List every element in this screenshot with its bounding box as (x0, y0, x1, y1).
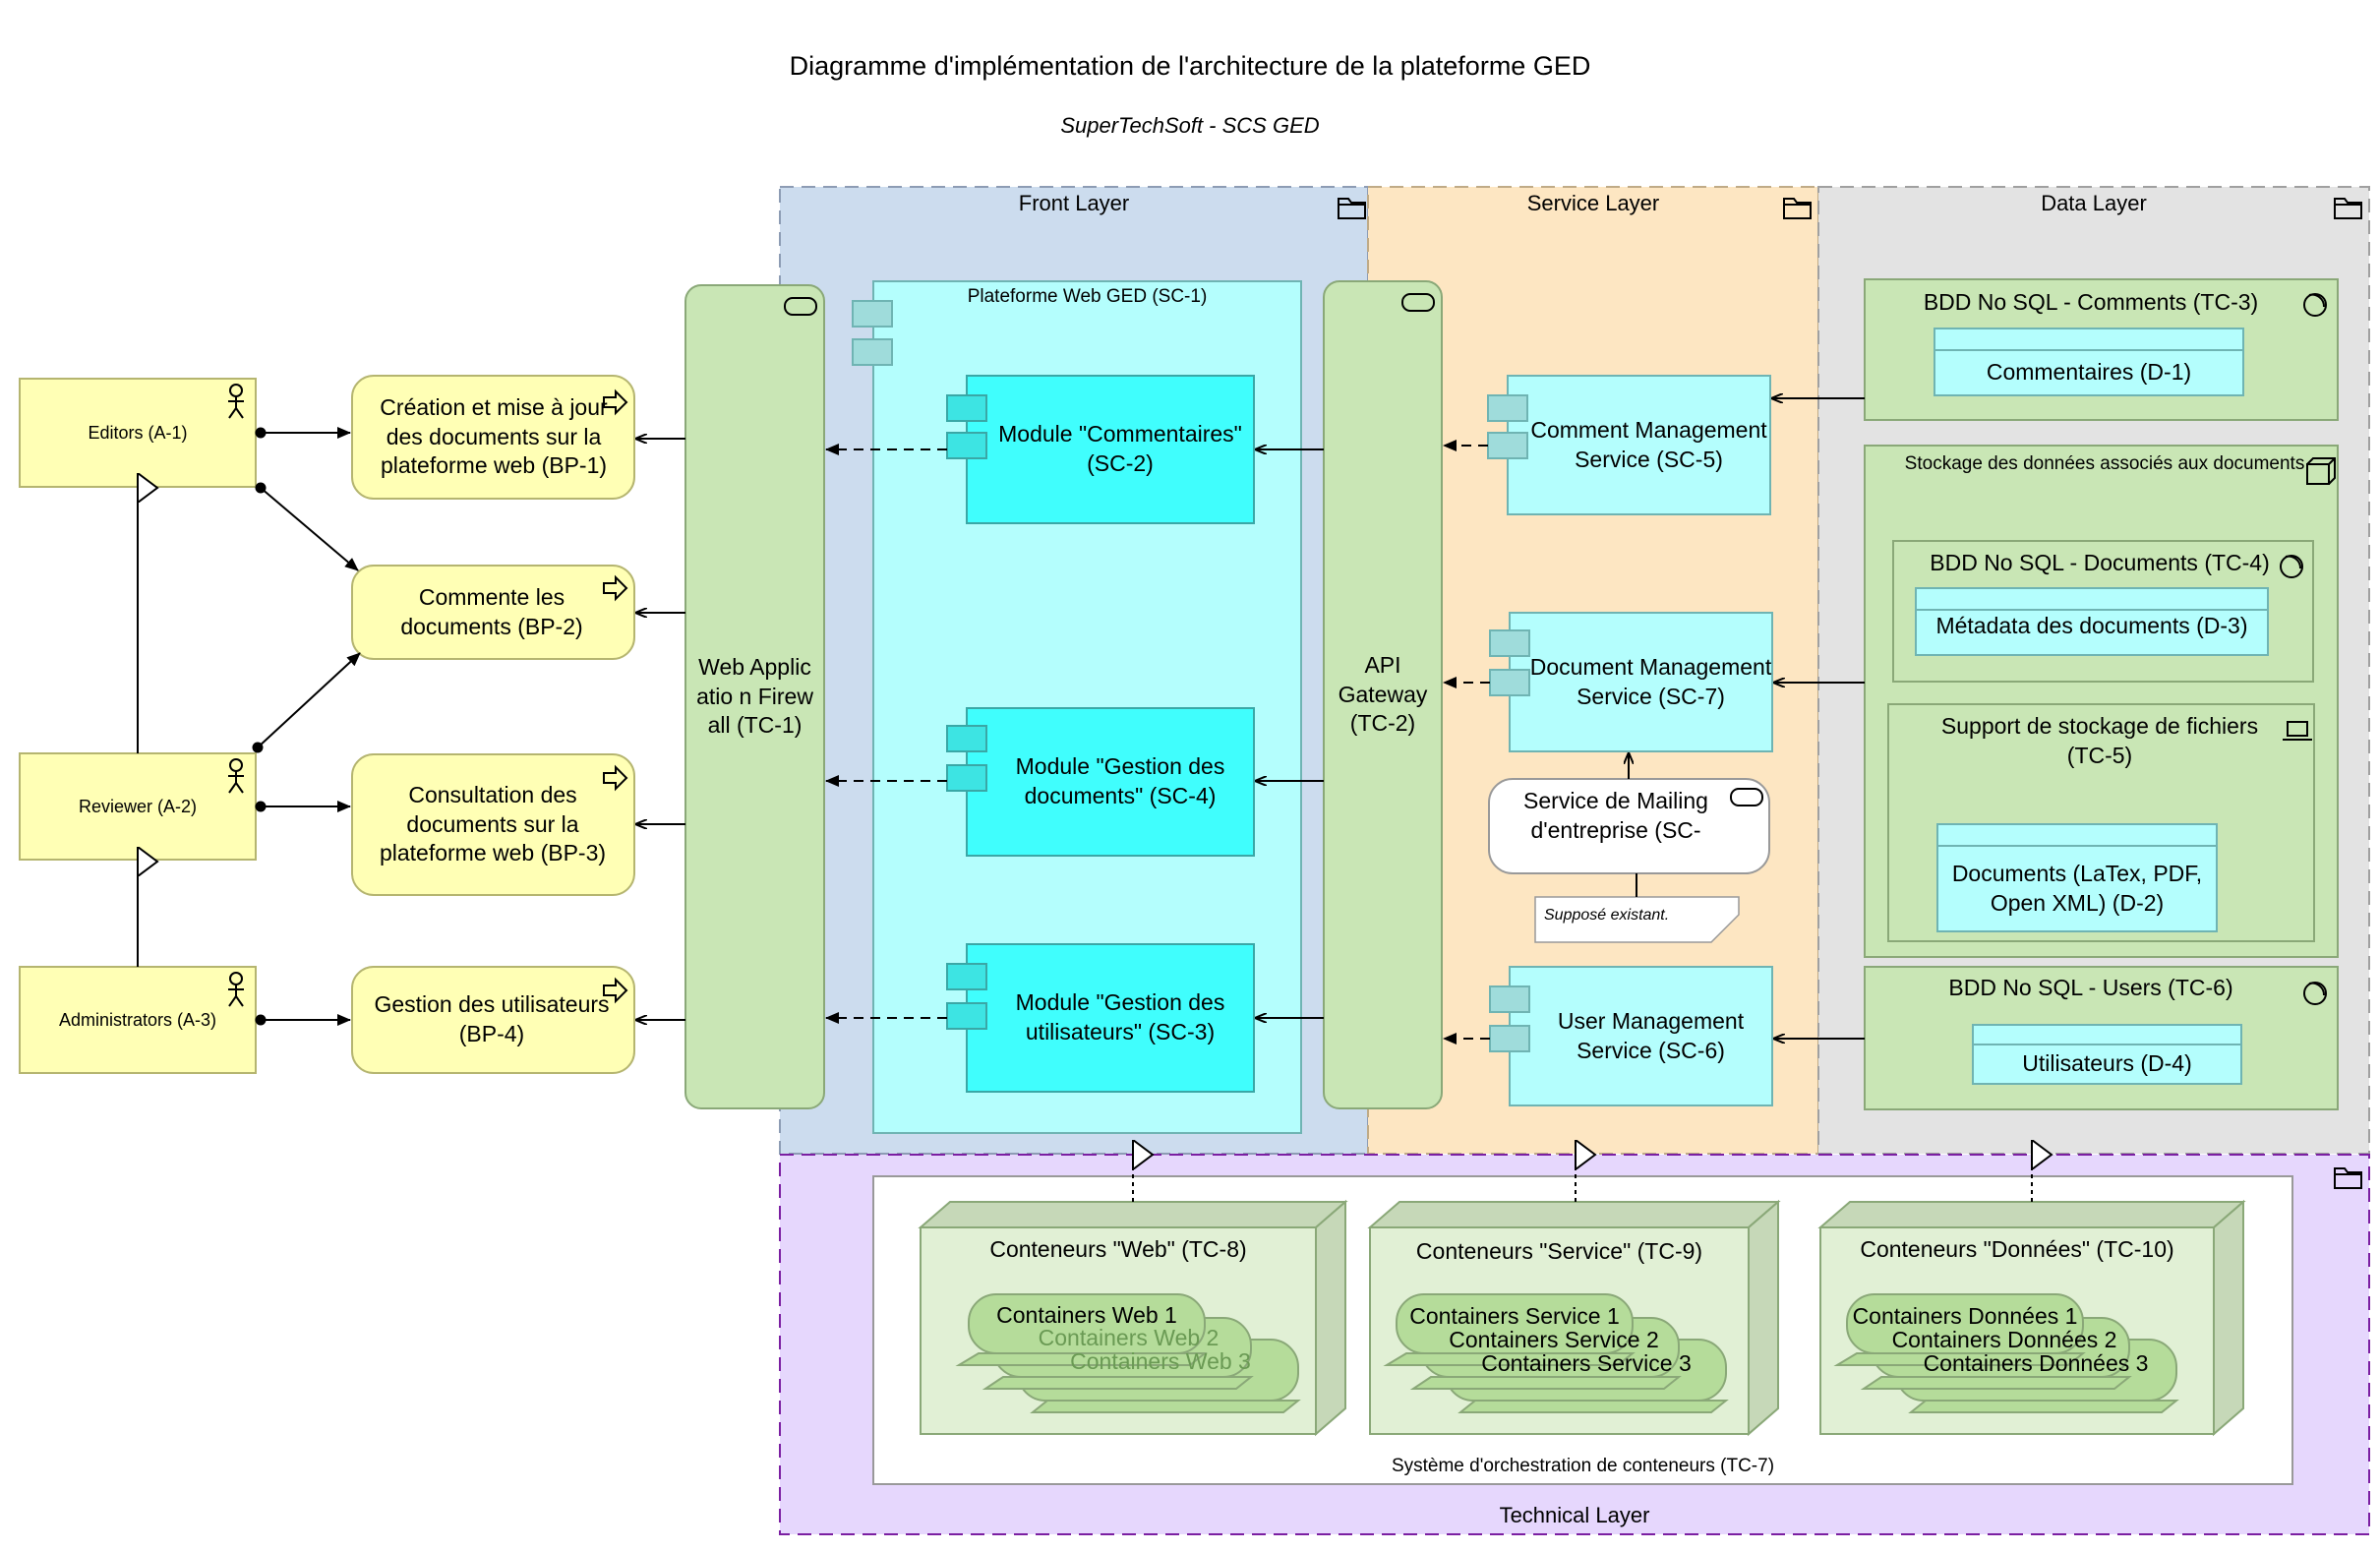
data-metadata-label: Métadata des documents (D-3) (1935, 613, 2248, 638)
web-containers-node[interactable]: Conteneurs "Web" (TC-8) (989, 1236, 1247, 1262)
data-layer-label: Data Layer (2041, 191, 2147, 215)
process-shapes (351, 375, 635, 1074)
data-utilisateurs-label: Utilisateurs (D-4) (2022, 1050, 2192, 1077)
document-service-label: Document Management Service (SC-7) (1529, 653, 1772, 709)
data-shapes (1864, 278, 2339, 1110)
module-commentaires[interactable]: Module "Commentaires" (SC-2) (986, 376, 1254, 523)
container-donnees-2[interactable]: Containers Données 2 (1876, 1326, 2132, 1355)
diagram-title: Diagramme d'implémentation de l'architec… (789, 51, 1591, 81)
process-icon (603, 388, 628, 1004)
web-application-firewall[interactable]: Web Applicatio n Firewall (TC-1) (693, 285, 816, 1108)
container-web-3-label: Containers Web 3 (1070, 1348, 1251, 1374)
actor-administrators[interactable]: Administrators (A-3) (20, 967, 256, 1073)
nosql-users[interactable]: BDD No SQL - Users (TC-6) (1948, 975, 2233, 1000)
document-management-service[interactable]: Document Management Service (SC-7) (1529, 613, 1772, 751)
device-icon (2283, 721, 2312, 741)
process-bp4[interactable]: Gestion des utilisateurs (BP-4) (374, 967, 610, 1073)
container-stack-shapes (955, 1293, 2179, 1413)
container-service-3-label: Containers Service 3 (1481, 1350, 1692, 1376)
data-commentaires[interactable]: Commentaires (D-1) (1934, 350, 2243, 395)
service-layer-label: Service Layer (1526, 191, 1660, 215)
container-service-1-label: Containers Service 1 (1409, 1303, 1620, 1329)
container-donnees-1-label: Containers Données 1 (1852, 1303, 2078, 1329)
nosql-documents-label: BDD No SQL - Documents (TC-4) (1930, 550, 2270, 575)
flow-connectors (825, 440, 1490, 1045)
process-bp2[interactable]: Commente les documents (BP-2) (374, 566, 610, 659)
nosql-documents[interactable]: BDD No SQL - Documents (TC-4) (1918, 549, 2282, 584)
container-donnees-1[interactable]: Containers Données 1 (1847, 1302, 2083, 1332)
module-commentaires-label: Module "Commentaires" (SC-2) (998, 421, 1242, 476)
api-gateway-label: API Gateway (TC-2) (1338, 651, 1428, 737)
front-layer-label: Front Layer (1018, 191, 1130, 215)
document-storage-group[interactable]: Stockage des données associés aux docume… (1898, 452, 2311, 477)
node-icon (2306, 457, 2336, 485)
mailing-service-label: Service de Mailing d'entreprise (SC- (1523, 788, 1708, 843)
actor-administrators-label: Administrators (A-3) (58, 1009, 217, 1030)
container-donnees-3[interactable]: Containers Données 3 (1903, 1349, 2169, 1379)
file-storage-support[interactable]: Support de stockage de fichiers (TC-5) (1937, 712, 2262, 771)
process-bp3[interactable]: Consultation des documents sur la platef… (379, 754, 607, 895)
actor-editors[interactable]: Editors (A-1) (20, 379, 256, 487)
mailing-note: Supposé existant. (1544, 907, 1670, 924)
actor-connectors (137, 427, 361, 1026)
user-service-label: User Management Service (SC-6) (1557, 1007, 1745, 1063)
module-gestion-utilisateurs[interactable]: Module "Gestion des utilisateurs" (SC-3) (986, 944, 1254, 1092)
file-storage-label: Support de stockage de fichiers (TC-5) (1940, 713, 2259, 768)
module-gestion-documents[interactable]: Module "Gestion des documents" (SC-4) (986, 708, 1254, 856)
data-containers-node[interactable]: Conteneurs "Données" (TC-10) (1860, 1236, 2174, 1262)
folder-icon (1338, 198, 2362, 1189)
container-donnees-2-label: Containers Données 2 (1891, 1327, 2117, 1352)
serving-connectors (636, 398, 1865, 1039)
actor-reviewer[interactable]: Reviewer (A-2) (20, 753, 256, 860)
waf-box (684, 284, 825, 1109)
user-management-service[interactable]: User Management Service (SC-6) (1529, 967, 1772, 1105)
comment-service-label: Comment Management Service (SC-5) (1530, 416, 1767, 472)
container-donnees-3-label: Containers Données 3 (1923, 1350, 2149, 1376)
data-commentaires-label: Commentaires (D-1) (1986, 359, 2192, 386)
container-service-1[interactable]: Containers Service 1 (1397, 1302, 1633, 1332)
orchestration-system-label[interactable]: Système d'orchestration de conteneurs (T… (1391, 1456, 1775, 1476)
api-gateway-box (1323, 280, 1443, 1109)
module-gestion-documents-label: Module "Gestion des documents" (SC-4) (1015, 753, 1225, 808)
diagram-subtitle: SuperTechSoft - SCS GED (1060, 113, 1320, 138)
actor-editors-label: Editors (A-1) (88, 422, 188, 443)
data-metadata[interactable]: Métadata des documents (D-3) (1918, 612, 2266, 653)
service-containers-node[interactable]: Conteneurs "Service" (TC-9) (1415, 1238, 1703, 1264)
data-documents-label: Documents (LaTex, PDF, Open XML) (D-2) (1951, 860, 2203, 916)
service-shapes (1487, 375, 1773, 1106)
process-bp4-label: Gestion des utilisateurs (BP-4) (374, 991, 610, 1046)
container-web-2-label: Containers Web 2 (1038, 1325, 1220, 1350)
platform-web-ged-label: Plateforme Web GED (SC-1) (967, 286, 1208, 307)
document-storage-label: Stockage des données associés aux docume… (1904, 453, 2305, 474)
data-utilisateurs[interactable]: Utilisateurs (D-4) (1973, 1045, 2241, 1084)
container-web-1[interactable]: Containers Web 1 (969, 1301, 1205, 1331)
container-service-2[interactable]: Containers Service 2 (1426, 1326, 1682, 1355)
container-service-3[interactable]: Containers Service 3 (1454, 1349, 1719, 1379)
comment-management-service[interactable]: Comment Management Service (SC-5) (1527, 376, 1770, 514)
container-web-2[interactable]: Containers Web 2 (1008, 1324, 1249, 1353)
module-shapes (946, 375, 1255, 1093)
process-bp1[interactable]: Création et mise à jour des documents su… (356, 376, 631, 499)
container-web-1-label: Containers Web 1 (996, 1302, 1177, 1328)
technical-layer-label: Technical Layer (1499, 1503, 1650, 1527)
nosql-comments[interactable]: BDD No SQL - Comments (TC-3) (1923, 289, 2259, 315)
mailing-service[interactable]: Service de Mailing d'entreprise (SC- (1503, 787, 1729, 867)
realization-connectors (1132, 1155, 2032, 1202)
api-gateway[interactable]: API Gateway (TC-2) (1333, 281, 1433, 1108)
process-bp1-label: Création et mise à jour des documents su… (380, 393, 608, 479)
module-gestion-utilisateurs-label: Module "Gestion des utilisateurs" (SC-3) (1015, 989, 1225, 1045)
container-web-3[interactable]: Containers Web 3 (1038, 1347, 1283, 1377)
data-documents[interactable]: Documents (LaTex, PDF, Open XML) (D-2) (1942, 846, 2212, 931)
mailing-note-shape (1534, 896, 1740, 943)
actor-reviewer-label: Reviewer (A-2) (78, 796, 198, 816)
waf-label: Web Applicatio n Firewall (TC-1) (696, 653, 813, 739)
container-service-2-label: Containers Service 2 (1449, 1327, 1659, 1352)
process-bp2-label: Commente les documents (BP-2) (400, 583, 583, 639)
process-bp3-label: Consultation des documents sur la platef… (379, 781, 607, 866)
actor-icon (228, 384, 244, 1007)
